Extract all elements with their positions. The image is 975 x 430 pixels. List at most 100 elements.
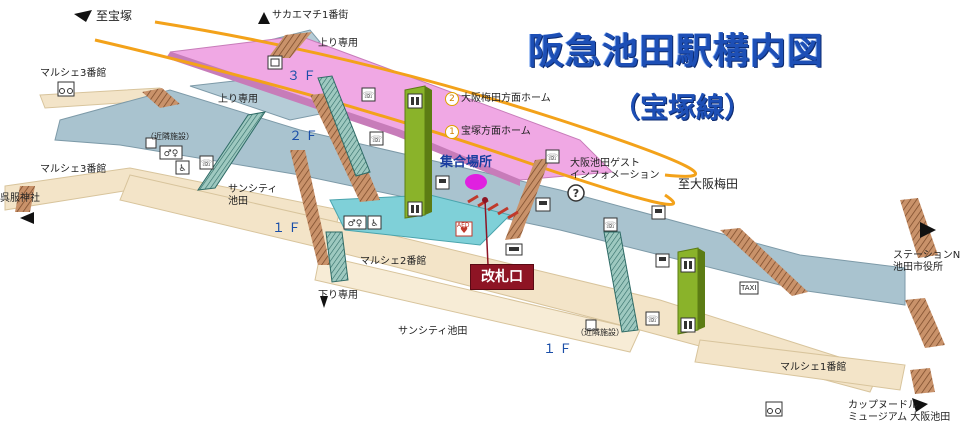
svg-text:☏: ☏ [363,91,374,101]
place-guest-info: 大阪池田ゲスト インフォメーション [570,158,660,181]
stairs-center-2f [290,150,330,265]
locker-icon [267,55,283,70]
arrow-down-icon [320,296,328,308]
nearby-facilities-label: （近隣施設） [576,328,624,337]
phone-icon: ☏ [199,155,214,170]
toilet-icon: ♂♀ [343,215,367,230]
elevator-icon [407,93,423,109]
stairs-right-center [720,228,808,296]
place-marche3-left: マルシェ3番館 [40,164,107,175]
platform-number: 1 [445,125,459,139]
aed-icon: ♥ [455,221,473,237]
place-cupnoodle: カップヌードル ミュージアム 大阪池田 [848,400,951,423]
elevator-center [404,85,432,219]
floor-label-2f: ２Ｆ [289,129,322,144]
ticket-machine-icon [435,175,450,190]
stairs-top-right [268,32,312,58]
stairs-right-bottom [910,368,935,394]
platform-name: 宝塚方面ホーム [461,126,531,137]
floor-label-1f: １Ｆ [272,221,305,236]
escalator-right [603,231,639,333]
platform-edge [166,52,520,186]
phone-icon: ☏ [545,149,560,164]
phone-icon: ☏ [645,311,660,326]
atm-icon [535,197,551,212]
stairs-right-lower [905,298,945,348]
place-kurehajinja: 呉服神社 [0,193,40,204]
elevator-icon [680,257,696,273]
escalator-2f-up [196,111,267,191]
place-sakaemachi: サカエマチ1番街 [272,10,349,21]
escalator-3f-up [317,75,371,177]
page-title: 阪急池田駅構内図 [528,31,825,72]
stairs-right-edge [900,198,938,258]
floor-label-1f: １Ｆ [543,342,576,357]
svg-text:☏: ☏ [201,159,212,169]
direction-umeda: 至大阪梅田 [678,177,739,191]
stairs-center-mid [505,158,550,240]
platform-number: 2 [445,92,459,106]
convenience-store-icon [145,137,157,149]
svg-text:♿: ♿ [178,164,186,174]
wheelchair-icon: ♿ [367,215,382,230]
convenience-store-icon [585,319,597,331]
phone-icon: ☏ [361,87,376,102]
direction-takarazuka: 至宝塚 [96,9,133,23]
escalator-down [325,231,349,283]
toilet-icon: ♂♀ [159,145,183,160]
ticket-machine-icon [655,253,670,268]
svg-text:?: ? [573,187,579,200]
arrow-left-icon [20,212,34,224]
bicycle-icon [765,401,783,417]
ground-right [694,339,906,391]
elevator-icon [680,317,696,333]
stairs-left-top [142,88,180,108]
arrow-up-icon [258,12,270,24]
meeting-point-marker [465,174,487,190]
svg-text:☏: ☏ [371,135,382,145]
bicycle-icon [57,81,75,97]
elevator-icon [407,201,423,217]
taxi-label: TAXI [741,284,757,292]
escalator-label-down: 下り専用 [318,290,358,301]
nearby-facilities-label: （近隣施設） [146,132,194,141]
escalators [196,75,639,333]
gate-pointer-line [484,199,489,266]
stairs-left-low [15,186,35,212]
wheelchair-icon: ♿ [175,160,190,175]
ground-lower [314,254,641,353]
page-subtitle: （宝塚線） [612,91,753,124]
arrow-right-icon [920,222,936,238]
phone-icon: ☏ [603,217,618,232]
svg-text:♂♀: ♂♀ [348,219,363,229]
svg-text:♥: ♥ [460,226,468,236]
taxi-icon [739,281,759,295]
floor-label-3f: ３Ｆ [287,69,320,84]
phone-icon: ☏ [369,131,384,146]
svg-text:☏: ☏ [547,153,558,163]
platform-name: 大阪梅田方面ホーム [461,93,551,104]
arrow-upleft-icon [74,10,92,22]
meeting-point-label: 集合場所 [440,155,493,170]
bus-icon [505,243,523,256]
ticket-gate-label: 改札口 [470,264,534,290]
place-suncity-bottom: サンシティ池田 [398,326,468,337]
place-marche1: マルシェ1番館 [780,362,847,373]
svg-text:☏: ☏ [605,221,616,231]
aed-label: AED [457,222,470,229]
escalator-label-up: 上り専用 [318,38,358,49]
rail-line-lower [94,38,676,206]
place-marche2: マルシェ2番館 [360,256,427,267]
information-icon: ? [567,184,585,202]
place-marche3-top: マルシェ3番館 [40,68,107,79]
svg-text:♿: ♿ [370,219,378,229]
place-suncity-ikeda: サンシティ 池田 [228,184,278,207]
rail-line-upper [154,20,698,178]
escalator-label-up: 上り専用 [218,94,258,105]
ticket-machine-icon [651,205,666,220]
svg-text:♂♀: ♂♀ [164,149,179,159]
